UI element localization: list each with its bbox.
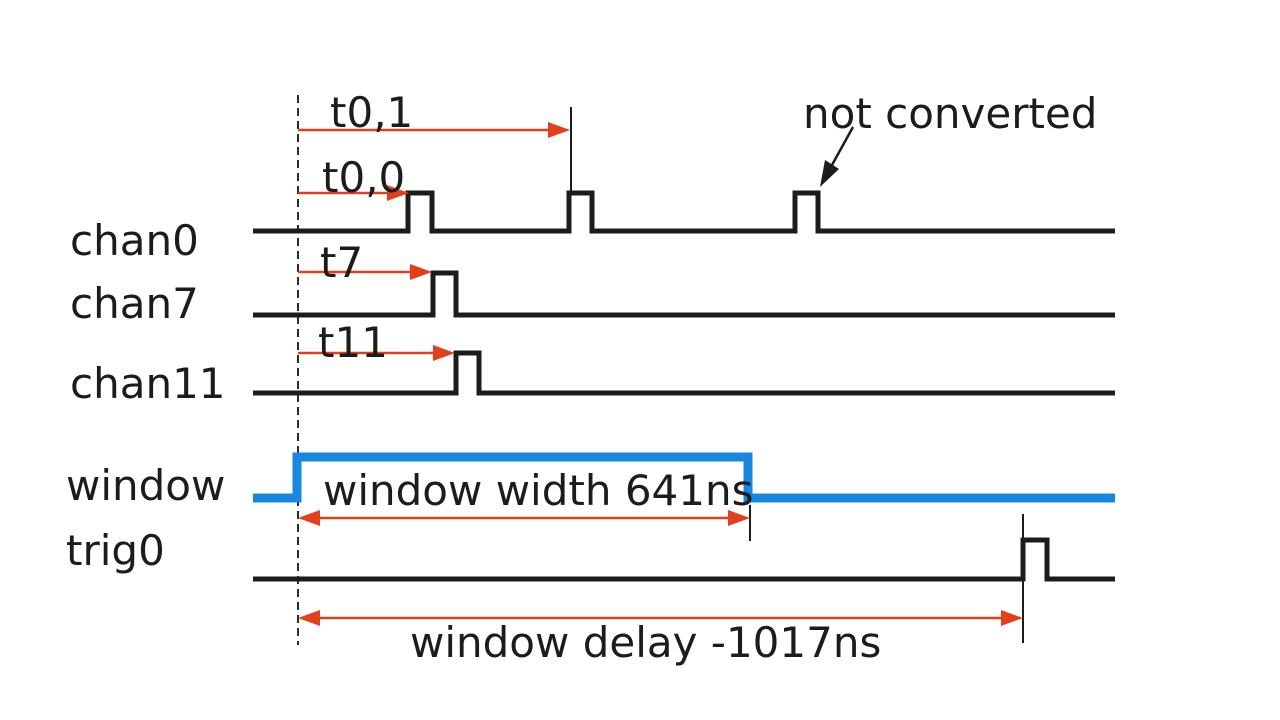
not-converted-label: not converted [803, 89, 1098, 138]
t00-arrow [298, 185, 409, 201]
window-delay-label: window delay -1017ns [410, 618, 882, 667]
timing-label-t01: t0,1 [330, 88, 414, 137]
window-width-arrow [298, 510, 750, 526]
timing-label-t11: t11 [318, 318, 388, 367]
window-delay-arrow [298, 610, 1023, 626]
timing-label-t00: t0,0 [322, 153, 406, 202]
timing-label-t7: t7 [320, 238, 364, 287]
t11-arrow [298, 345, 455, 361]
trig0-waveform [253, 537, 1115, 582]
window-width-label: window width 641ns [323, 466, 754, 515]
chan7-waveform [253, 270, 1115, 318]
signal-label-chan7: chan7 [70, 279, 199, 328]
not-converted-arrow [820, 126, 855, 187]
signal-label-trig0: trig0 [66, 526, 165, 575]
signal-label-window: window [66, 461, 226, 510]
t01-arrow [298, 122, 570, 138]
chan0-waveform [253, 190, 1115, 234]
window-waveform [253, 452, 1115, 503]
chan11-waveform [253, 350, 1115, 396]
signal-label-chan11: chan11 [70, 359, 226, 408]
signal-label-chan0: chan0 [70, 216, 199, 265]
t7-arrow [298, 264, 432, 280]
